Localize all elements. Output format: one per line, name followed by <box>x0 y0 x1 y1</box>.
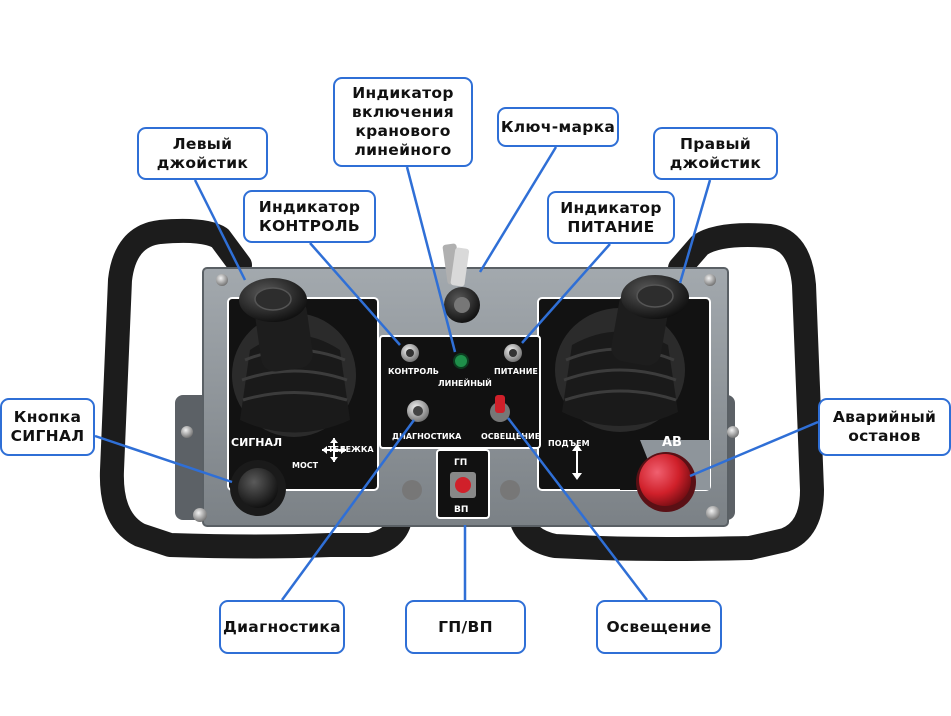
panel-label-pitanie: ПИТАНИЕ <box>494 367 538 376</box>
leader-lines <box>94 146 819 601</box>
callout-diagnostics: Диагностика <box>219 600 345 654</box>
panel-label-osveshenie: ОСВЕЩЕНИЕ <box>481 432 540 441</box>
emergency-stop-button <box>636 452 696 512</box>
callout-left-joystick: Левый джойстик <box>137 127 268 180</box>
panel-label-telezhka: ТЕЛЕЖКА <box>328 445 374 454</box>
panel-label-podem: ПОДЪЕМ <box>548 439 590 448</box>
centre-panel <box>379 335 541 449</box>
callout-right-joystick: Правый джойстик <box>653 127 778 180</box>
callout-emergency-stop: Аварийный останов <box>818 398 951 456</box>
callout-lighting: Освещение <box>596 600 722 654</box>
callout-gp-vp: ГП/ВП <box>405 600 526 654</box>
key-switch <box>442 243 480 323</box>
left-handle <box>99 218 417 559</box>
callout-power-indicator: Индикатор ПИТАНИЕ <box>547 191 675 244</box>
panel-label-gp: ГП <box>454 458 467 468</box>
panel-label-diagnostika: ДИАГНОСТИКА <box>392 432 462 441</box>
panel-label-vp: ВП <box>454 505 468 515</box>
callout-control-indicator: Индикатор КОНТРОЛЬ <box>243 190 376 243</box>
right-bracket <box>500 480 520 500</box>
callout-key: Ключ-марка <box>497 107 619 147</box>
left-bracket <box>402 480 422 500</box>
left-joystick-panel <box>227 278 379 491</box>
screws <box>181 274 739 522</box>
panel-label-most: МОСТ <box>292 461 319 470</box>
gp-vp-panel <box>436 449 490 519</box>
panel-label-av: АВ <box>662 435 682 450</box>
right-handle <box>504 223 824 561</box>
signal-button <box>230 460 286 516</box>
right-joystick-panel <box>537 275 711 491</box>
callout-line-indicator: Индикатор включения кранового линейного <box>333 77 473 167</box>
panel-label-kontrol: КОНТРОЛЬ <box>388 367 439 376</box>
callout-signal-button: Кнопка СИГНАЛ <box>0 398 95 456</box>
panel-label-lineyny: ЛИНЕЙНЫЙ <box>438 377 492 388</box>
panel-label-signal: СИГНАЛ <box>231 436 282 449</box>
